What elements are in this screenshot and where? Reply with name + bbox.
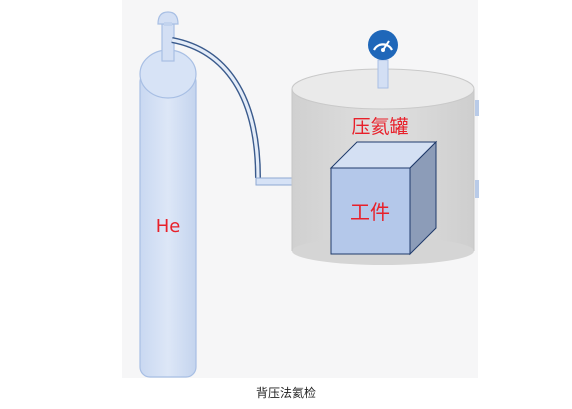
cylinder-label: He <box>156 216 181 237</box>
cube-front-face <box>330 167 411 255</box>
pressure-gauge-icon <box>368 30 398 60</box>
diagram-caption: 背压法氦检 <box>255 386 316 400</box>
cylinder-valve-knob <box>157 11 179 25</box>
helium-cylinder <box>139 11 197 378</box>
tank-tab-top <box>475 100 479 116</box>
hose-connector <box>255 177 297 186</box>
tank-tab-bottom <box>475 180 479 198</box>
tank-edges <box>291 89 475 251</box>
workpiece-label: 工件 <box>350 200 390 224</box>
workpiece-cube <box>329 140 438 256</box>
tank-label: 压氦罐 <box>351 116 408 138</box>
hose-core <box>171 38 260 179</box>
gauge-stem <box>377 59 389 89</box>
cylinder-valve-stem <box>164 22 172 26</box>
pressure-gauge <box>368 30 398 89</box>
